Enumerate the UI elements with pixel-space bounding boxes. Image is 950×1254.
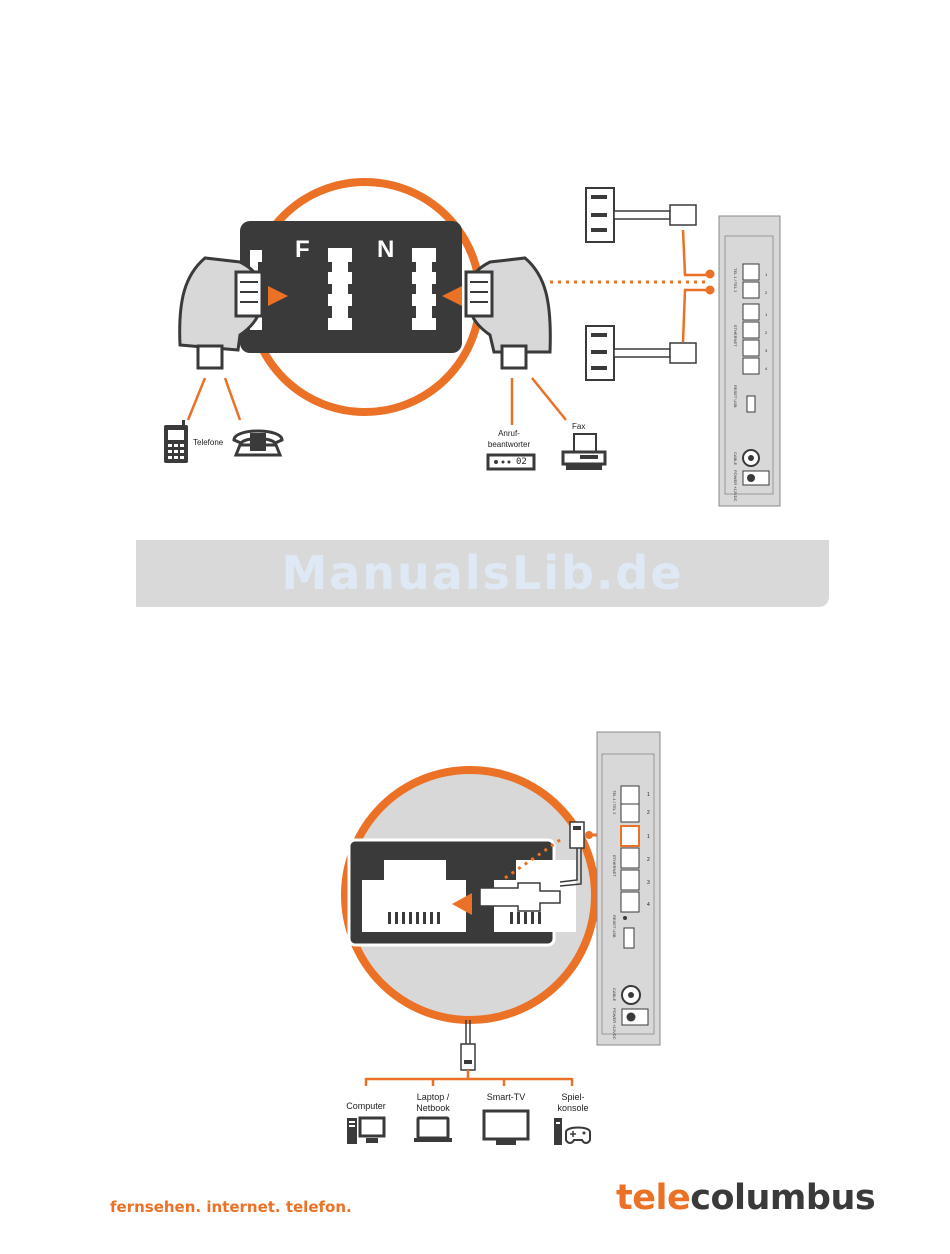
tae-diagram <box>0 0 950 530</box>
mobile-phone-icon <box>164 420 188 463</box>
router2-port-num: 2 <box>647 855 650 866</box>
fax-icon <box>563 434 605 470</box>
desk-phone-icon <box>234 431 282 455</box>
magnifier-circle-2 <box>345 770 595 1020</box>
answering-machine-label: Anruf- beantworter <box>481 428 537 450</box>
router2-port-num: 3 <box>647 878 650 889</box>
game-console-icon <box>554 1118 590 1145</box>
socket-letter-n: N <box>377 244 394 255</box>
answering-machine-display: 02 <box>516 457 527 468</box>
socket-letter-f: F <box>295 244 310 255</box>
tae-socket-bottom <box>586 326 696 380</box>
router-port-num: 3 <box>765 345 767 356</box>
tv-icon <box>484 1111 528 1145</box>
router2-label-tel: TEL 1 / TEL 2 <box>612 790 617 814</box>
device-bracket <box>366 1070 572 1086</box>
router-label-cable: CABLE <box>733 452 738 465</box>
router2-label-ethernet: ETHERNET <box>612 855 617 877</box>
router2-label-power: POWER +12VDC <box>612 1008 617 1039</box>
tae-plug-right <box>466 258 550 368</box>
router-label-tel: TEL 1 / TEL 2 <box>733 268 738 292</box>
logo-part-tele: tele <box>616 1178 690 1218</box>
router-port-num: 4 <box>765 363 767 374</box>
watermark-text: ManualsLib.de <box>136 540 829 607</box>
device-label-laptop: Laptop / Netbook <box>403 1092 463 1114</box>
router-label-reset-usb: RESET USB <box>733 385 738 408</box>
computer-icon <box>347 1118 384 1144</box>
tae-socket-top <box>586 188 696 242</box>
fax-label: Fax <box>572 421 585 432</box>
router2-port-num: 4 <box>647 900 650 911</box>
router-port-num: 2 <box>765 327 767 338</box>
router-port-num: 1 <box>765 269 767 280</box>
router-port-num: 2 <box>765 287 767 298</box>
router2-port-num: 1 <box>647 790 650 801</box>
router2-label-cable: CABLE <box>612 988 617 1001</box>
device-label-computer: Computer <box>336 1101 396 1112</box>
router-label-power: POWER +12VDC <box>733 470 738 501</box>
footer-slogan: fernsehen. internet. telefon. <box>110 1198 352 1216</box>
gray-banner: ManualsLib.de <box>136 540 829 607</box>
router2-label-reset-usb: RESET USB <box>612 915 617 938</box>
router-port-num: 1 <box>765 309 767 320</box>
router-label-ethernet: ETHERNET <box>733 325 738 347</box>
laptop-icon <box>414 1118 452 1142</box>
router2-port-num: 2 <box>647 808 650 819</box>
telefone-label: Telefone <box>193 437 223 448</box>
router-device-bottom <box>597 732 660 1045</box>
ethernet-diagram <box>0 700 950 1170</box>
device-label-game-console: Spiel- konsole <box>543 1092 603 1114</box>
router-device-top <box>706 216 781 506</box>
logo-part-columbus: columbus <box>690 1178 875 1218</box>
telecolumbus-logo: telecolumbus <box>616 1178 875 1218</box>
answering-machine-icon <box>488 455 534 469</box>
device-label-smart-tv: Smart-TV <box>476 1092 536 1103</box>
router2-port-num: 1 <box>647 832 650 843</box>
